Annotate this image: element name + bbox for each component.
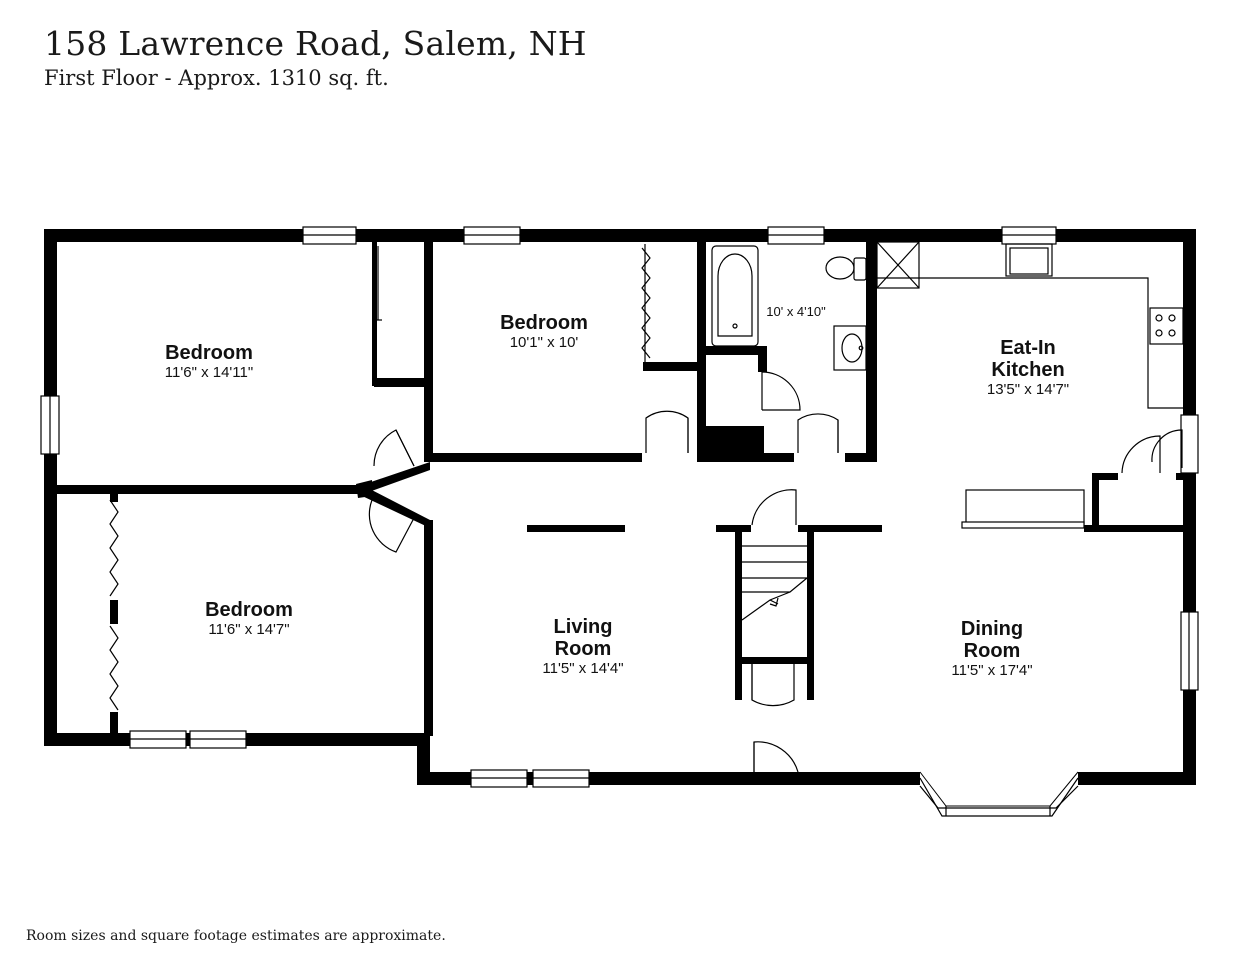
window	[1180, 414, 1199, 474]
room-dimensions: 11'5" x 17'4"	[951, 662, 1032, 679]
door	[761, 371, 801, 411]
door	[1151, 429, 1183, 468]
room-name-dining-line1: Dining	[961, 618, 1023, 640]
fridge-icon	[876, 241, 920, 289]
door	[645, 410, 689, 453]
room-dimensions: 11'5" x 14'4"	[542, 660, 623, 677]
door	[373, 429, 415, 467]
door	[753, 741, 799, 773]
plan-subtitle: First Floor - Approx. 1310 sq. ft.	[44, 66, 389, 90]
disclaimer-note: Room sizes and square footage estimates …	[26, 928, 446, 944]
interior-walls	[44, 240, 1196, 736]
sink-icon	[833, 325, 867, 371]
room-dimensions: 10'1" x 10'	[510, 334, 579, 351]
bathroom-fixtures	[711, 245, 867, 371]
door	[797, 413, 839, 453]
room-dimensions: 11'6" x 14'7"	[208, 621, 289, 638]
door	[368, 499, 415, 553]
counter-island	[965, 489, 1085, 525]
room-name-kitchen-line1: Eat-In	[1000, 337, 1056, 359]
room-dimensions: 11'6" x 14'11"	[165, 364, 253, 381]
room-name-living-line1: Living	[554, 616, 613, 638]
room-name-living-line2: Room	[555, 638, 612, 660]
plan-title: 158 Lawrence Road, Salem, NH	[44, 24, 587, 63]
room-labels: Bedroom 11'6" x 14'11" Bedroom 10'1" x 1…	[165, 304, 1069, 679]
closet-doors	[109, 244, 651, 736]
staircase	[741, 545, 808, 621]
room-name-dining-line2: Room	[964, 640, 1021, 662]
room-dimensions: 13'5" x 14'7"	[987, 381, 1069, 398]
room-name-bedroom: Bedroom	[500, 312, 588, 334]
door	[751, 489, 797, 526]
bathroom-dimensions: 10' x 4'10"	[766, 304, 826, 319]
room-name-bedroom: Bedroom	[165, 342, 253, 364]
exterior-walls	[44, 229, 1196, 785]
bathtub-icon	[711, 245, 759, 347]
room-name-bedroom: Bedroom	[205, 599, 293, 621]
doors	[368, 371, 1183, 773]
door	[751, 664, 795, 707]
kitchen-fixtures	[876, 241, 1184, 529]
stove-icon	[1149, 307, 1184, 345]
sink-icon	[1005, 243, 1053, 277]
windows	[40, 226, 1199, 817]
toilet-icon	[825, 256, 855, 280]
door	[1121, 435, 1161, 474]
room-name-kitchen-line2: Kitchen	[991, 359, 1064, 381]
